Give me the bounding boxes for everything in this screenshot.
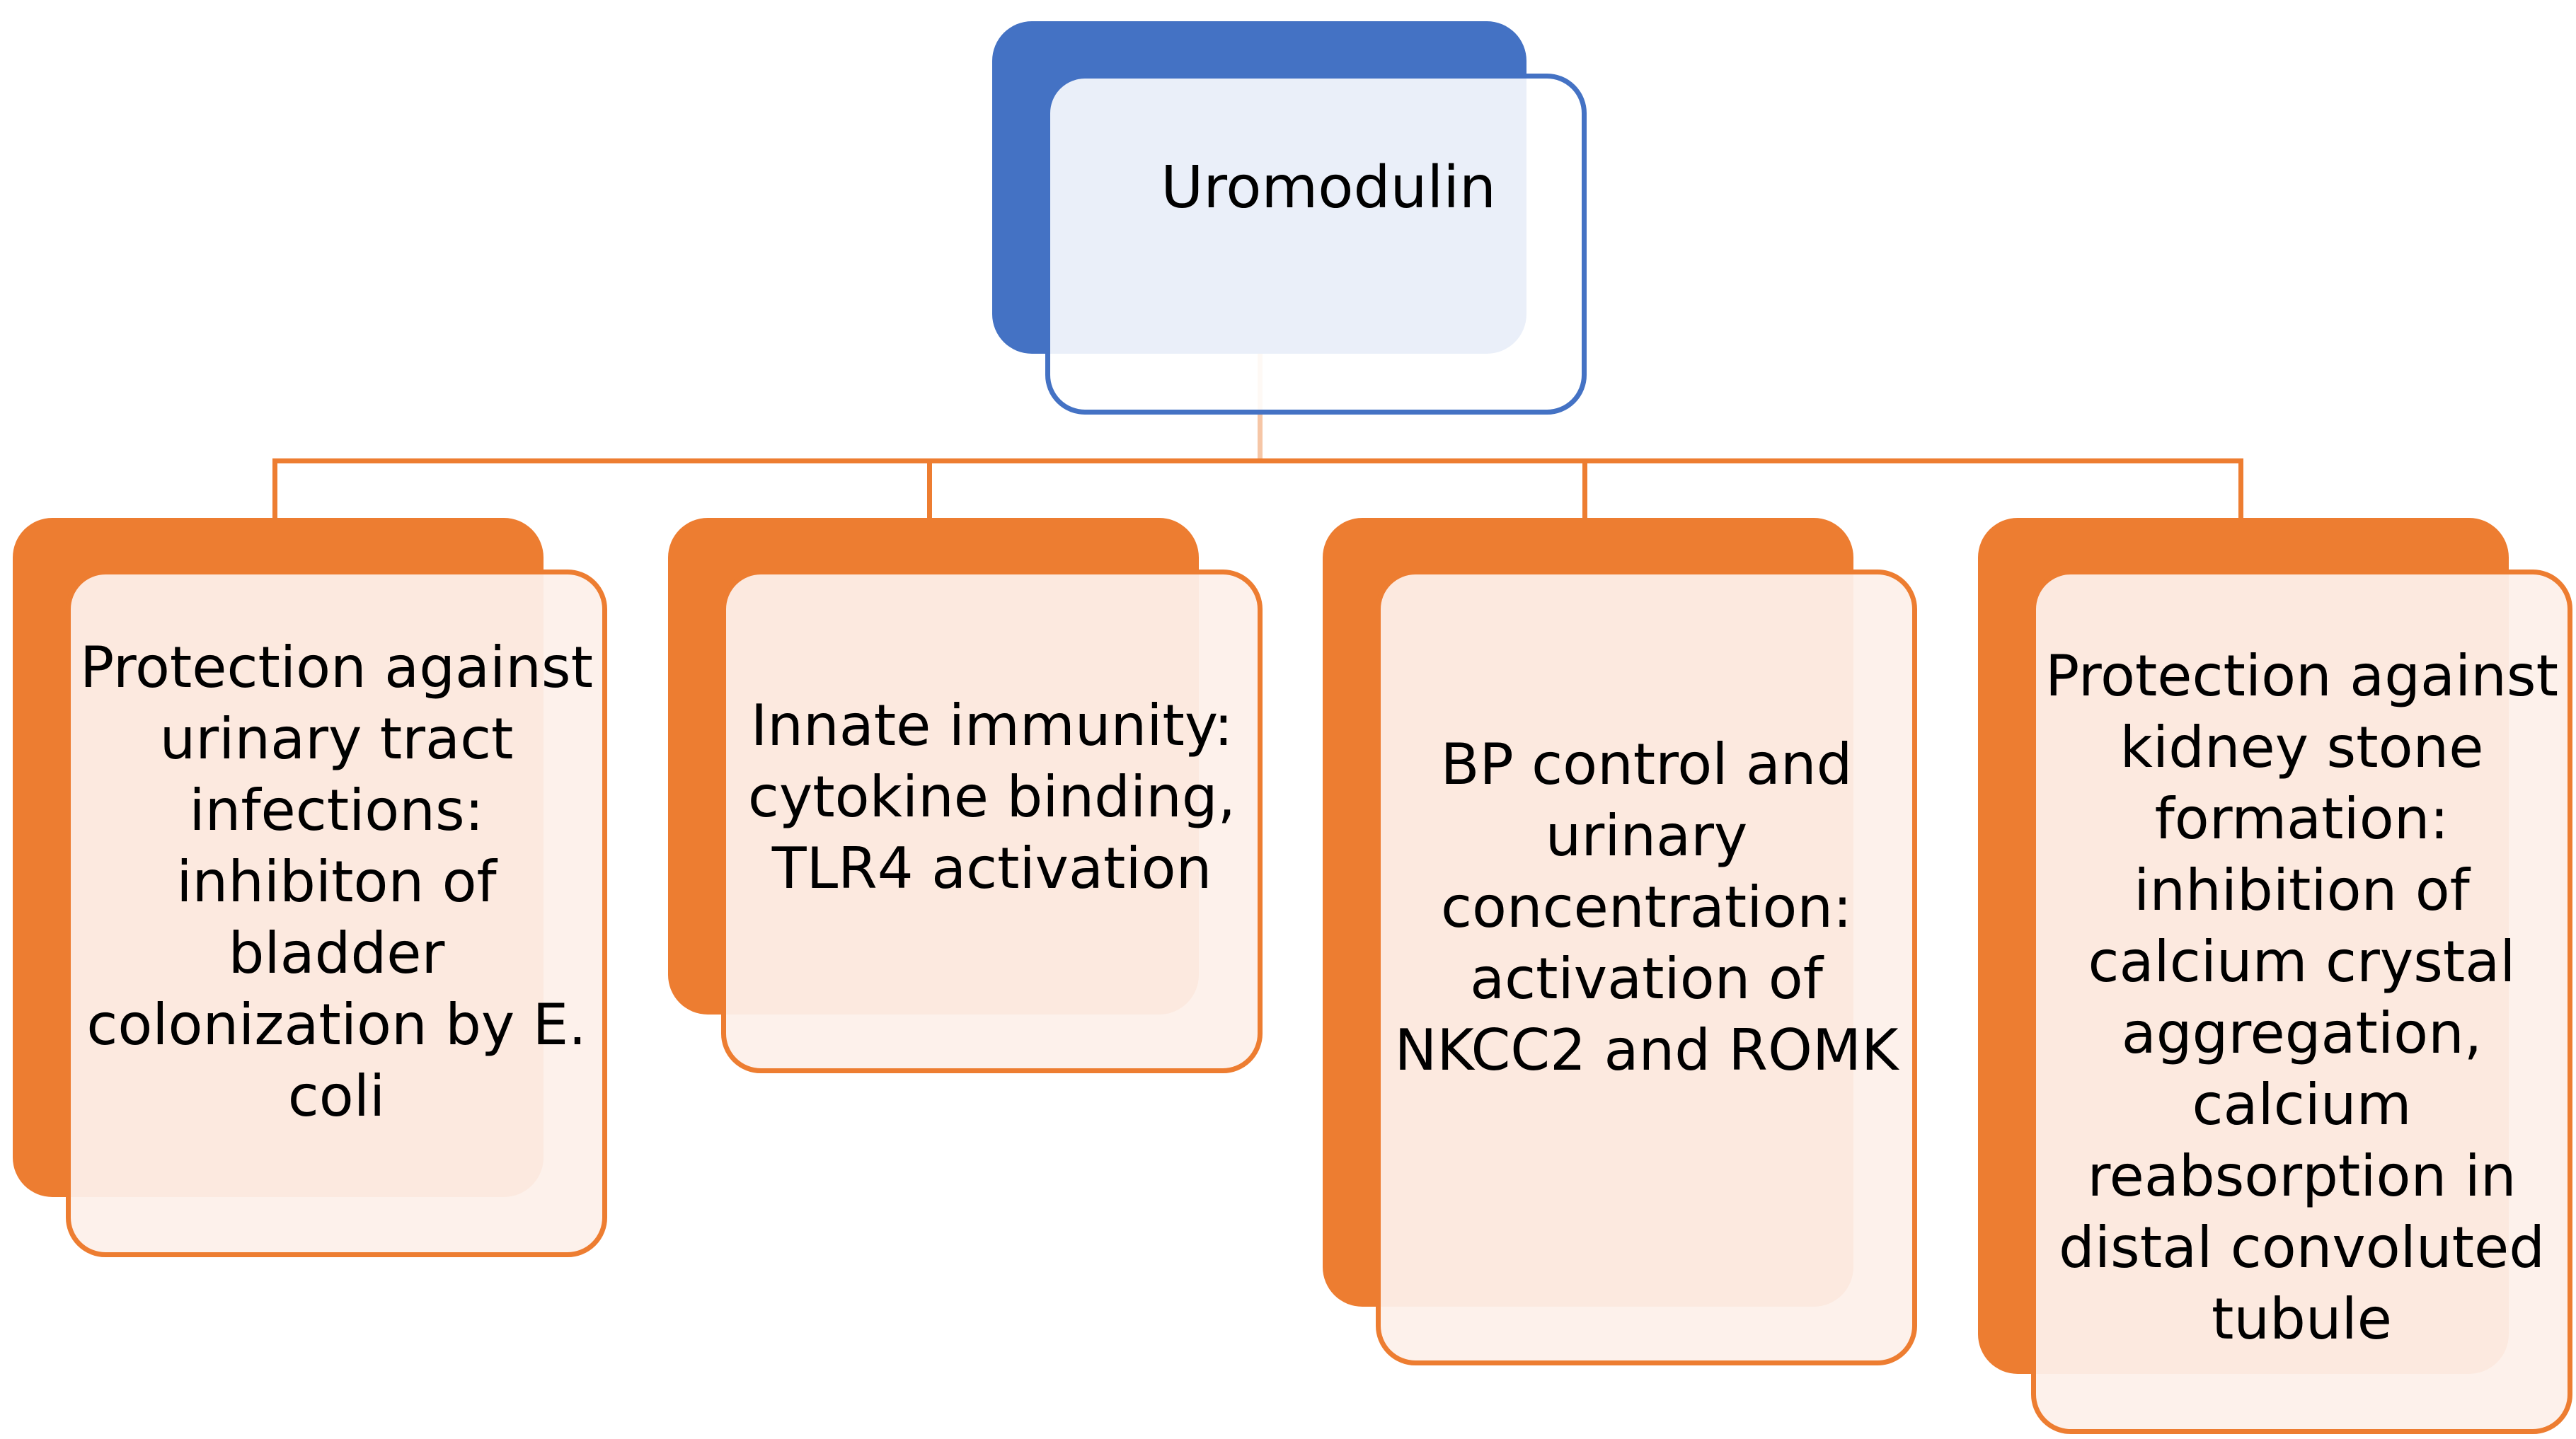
root-node [1045,74,1587,415]
root-node-label: Uromodulin [1161,154,1496,221]
child-node-label: Innate immunity: cytokine binding, TLR4 … [747,693,1236,901]
child-connector-line [272,458,277,520]
child-node-label: Protection against urinary tract infecti… [80,634,593,1129]
child-connector-line [2238,458,2243,520]
child-node-bp-control [1376,570,1917,1365]
child-node-label: BP control and urinary concentration: ac… [1394,732,1899,1083]
child-node-innate-immunity [721,570,1263,1073]
child-connector-line [927,458,932,520]
child-node-label: Protection against kidney stone formatio… [2045,643,2558,1352]
child-node-kidney-stone-protection [2031,570,2572,1434]
child-node-uti-protection [66,570,607,1257]
horizontal-connector-line [272,458,2243,463]
child-connector-line [1582,458,1587,520]
